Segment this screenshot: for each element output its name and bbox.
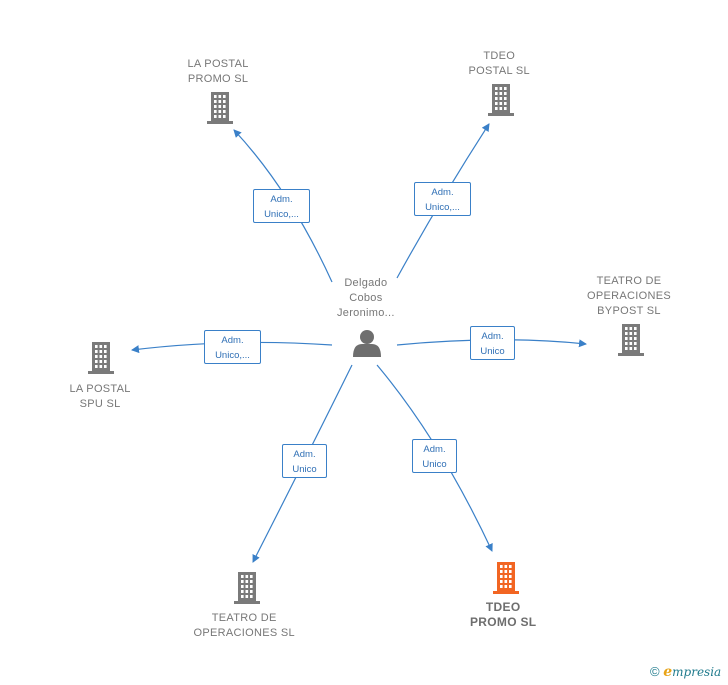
company-node-tdeo-postal-sl[interactable]: TDEO POSTAL SL — [469, 49, 530, 79]
building-icon — [493, 562, 519, 594]
company-node-tdeo-postal-sl-line: TDEO — [483, 50, 516, 62]
edge-label-la-postal-promo-sl[interactable]: Adm. Unico,... — [253, 189, 310, 223]
company-node-tdeo-postal-sl-line: POSTAL SL — [468, 65, 530, 77]
building-icon — [88, 342, 114, 374]
building-icon — [234, 572, 260, 604]
edge-label-line: Adm. — [221, 335, 244, 346]
edge-label-line: Unico — [422, 459, 447, 470]
company-node-teatro-de-operaciones-bypost-sl[interactable]: TEATRO DE OPERACIONES BYPOST SL — [587, 274, 671, 319]
company-node-teatro-de-operaciones-sl-line: TEATRO DE — [211, 612, 277, 624]
edge-label-line: Adm. — [293, 449, 316, 460]
building-icon — [488, 84, 514, 116]
edge-label-tdeo-promo-sl[interactable]: Adm. Unico — [412, 439, 457, 473]
brand-logo: empresia — [663, 664, 722, 680]
edge-label-line: Unico,... — [425, 202, 460, 213]
edge-label-teatro-de-operaciones-bypost-sl[interactable]: Adm. Unico — [470, 326, 515, 360]
company-node-teatro-de-operaciones-bypost-sl-line: TEATRO DE — [596, 275, 662, 287]
company-node-tdeo-promo-sl-line: TDEO — [485, 600, 521, 614]
company-node-teatro-de-operaciones-bypost-sl-line: OPERACIONES — [587, 290, 671, 302]
company-node-la-postal-promo-sl-line: LA POSTAL — [187, 58, 249, 70]
edge-label-line: Unico,... — [215, 350, 250, 361]
company-node-teatro-de-operaciones-sl[interactable]: TEATRO DE OPERACIONES SL — [194, 611, 295, 641]
edge-label-line: Adm. — [481, 331, 504, 342]
person-icon — [353, 330, 381, 357]
edge-label-line: Adm. — [270, 194, 293, 205]
building-icon — [207, 92, 233, 124]
edge-label-line: Unico — [480, 346, 505, 357]
company-node-la-postal-promo-sl[interactable]: LA POSTAL PROMO SL — [188, 57, 249, 87]
person-node-line: Cobos — [349, 292, 383, 304]
edge-label-line: Unico,... — [264, 209, 299, 220]
company-node-la-postal-promo-sl-line: PROMO SL — [187, 73, 249, 85]
edge-label-teatro-de-operaciones-sl[interactable]: Adm. Unico — [282, 444, 327, 478]
person-node-line: Delgado — [344, 277, 388, 289]
building-icon — [618, 324, 644, 356]
person-node-line: Jeronimo... — [337, 307, 395, 319]
edge-label-la-postal-spu-sl[interactable]: Adm. Unico,... — [204, 330, 261, 364]
footer-brand: © empresia — [650, 664, 721, 680]
edge-label-line: Adm. — [431, 187, 454, 198]
edge-label-line: Unico — [292, 464, 317, 475]
edge-label-tdeo-postal-sl[interactable]: Adm. Unico,... — [414, 182, 471, 216]
company-node-la-postal-spu-sl-line: LA POSTAL — [69, 383, 131, 395]
copyright-symbol: © — [650, 664, 660, 679]
company-node-la-postal-spu-sl-line: SPU SL — [79, 398, 121, 410]
company-node-la-postal-spu-sl[interactable]: LA POSTAL SPU SL — [70, 382, 131, 412]
company-node-tdeo-promo-sl-line: PROMO SL — [470, 615, 537, 629]
company-node-teatro-de-operaciones-bypost-sl-line: BYPOST SL — [597, 305, 661, 317]
company-node-teatro-de-operaciones-sl-line: OPERACIONES SL — [193, 627, 295, 639]
edge-label-line: Adm. — [423, 444, 446, 455]
